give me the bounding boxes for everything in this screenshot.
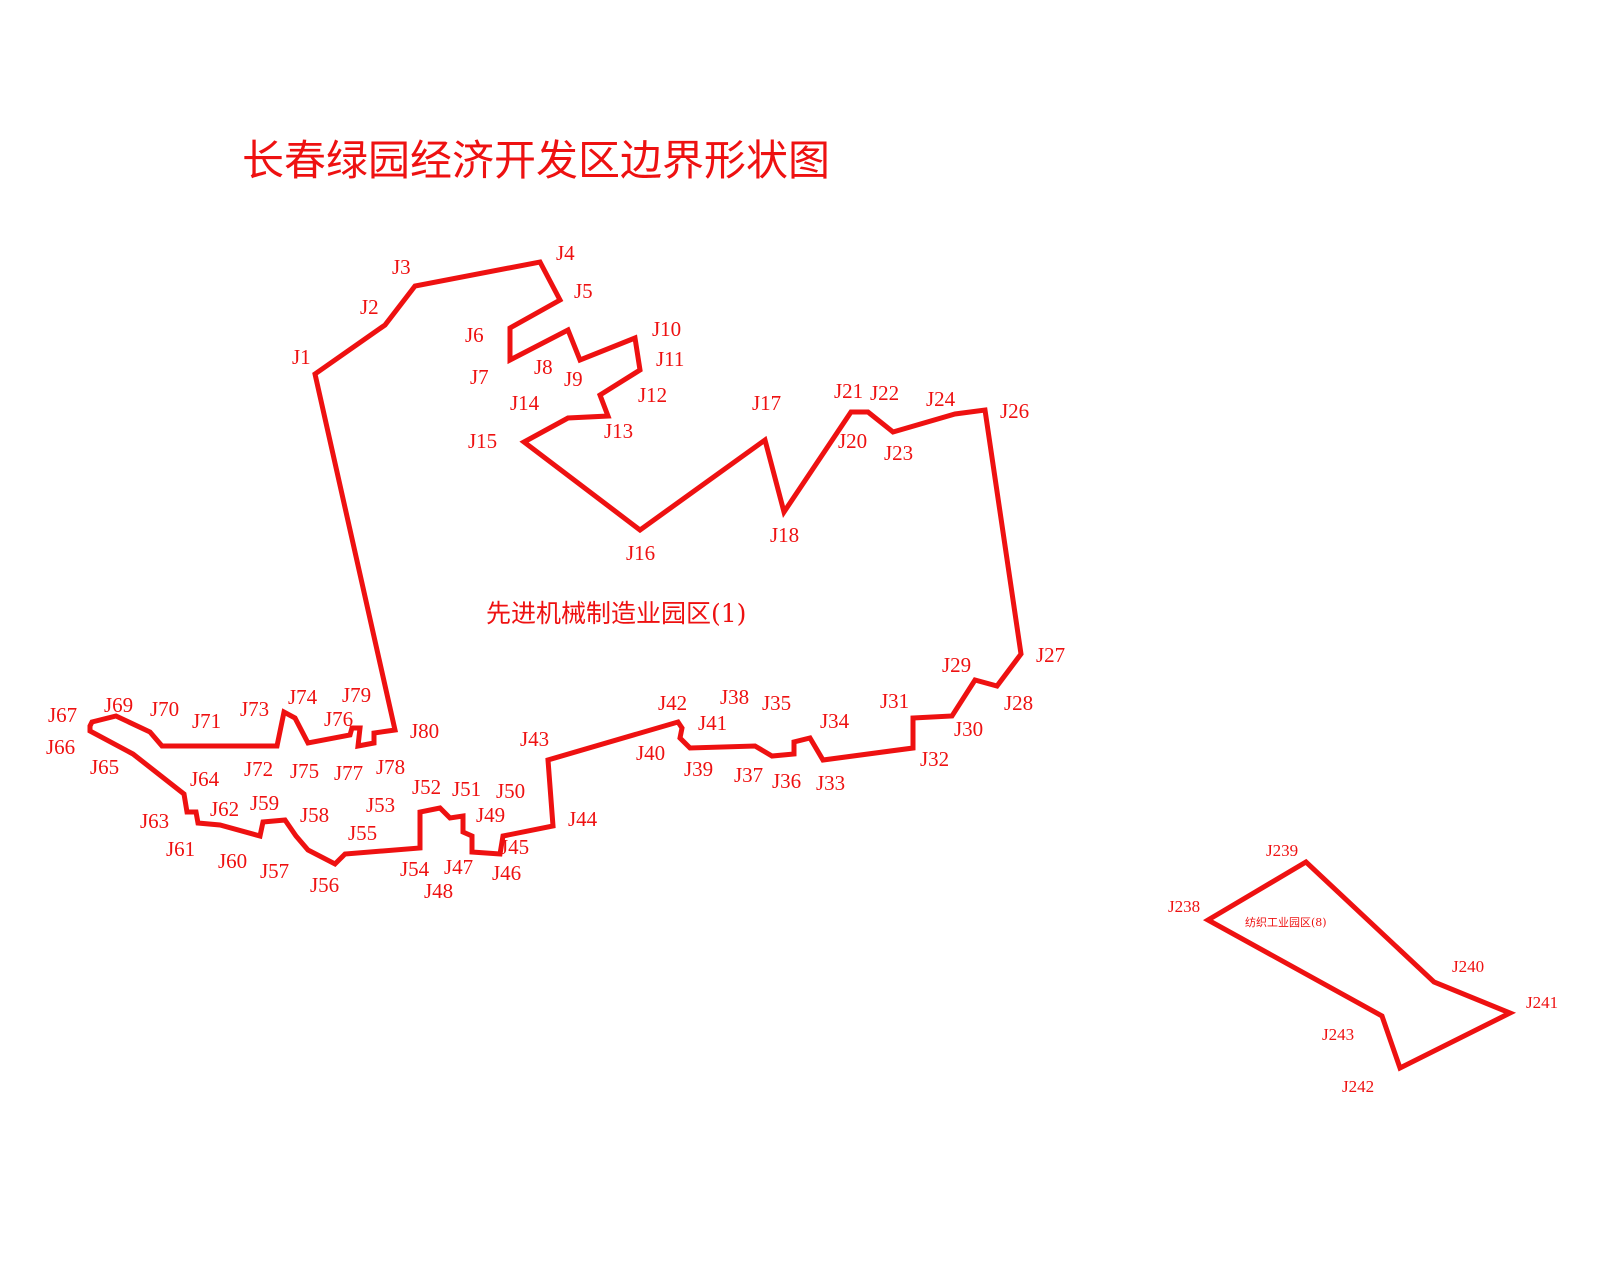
point-label: J80 [410, 719, 439, 743]
point-label: J241 [1526, 993, 1558, 1012]
point-label: J44 [568, 807, 598, 831]
point-label: J71 [192, 709, 221, 733]
point-label: J12 [638, 383, 667, 407]
point-label: J60 [218, 849, 247, 873]
point-label: J52 [412, 775, 441, 799]
point-label: J75 [290, 759, 319, 783]
point-label: J5 [574, 279, 593, 303]
point-label: J242 [1342, 1077, 1374, 1096]
point-label: J14 [510, 391, 540, 415]
point-label: J59 [250, 791, 279, 815]
point-label: J2 [360, 295, 379, 319]
point-label: J42 [658, 691, 687, 715]
point-label: J28 [1004, 691, 1033, 715]
point-label: J70 [150, 697, 179, 721]
point-label: J65 [90, 755, 119, 779]
point-label: J24 [926, 387, 956, 411]
point-label: J13 [604, 419, 633, 443]
point-label: J18 [770, 523, 799, 547]
point-label: J47 [444, 855, 473, 879]
point-label: J48 [424, 879, 453, 903]
point-label: J9 [564, 367, 583, 391]
point-label: J23 [884, 441, 913, 465]
point-label: J7 [470, 365, 489, 389]
point-label: J16 [626, 541, 655, 565]
point-label: J37 [734, 763, 763, 787]
point-label: J58 [300, 803, 329, 827]
point-label: J26 [1000, 399, 1029, 423]
point-label: J6 [465, 323, 484, 347]
point-label: J27 [1036, 643, 1065, 667]
point-label: J32 [920, 747, 949, 771]
point-label: J34 [820, 709, 850, 733]
area-label-textile: 纺织工业园区(8) [1245, 915, 1327, 929]
point-label: J53 [366, 793, 395, 817]
point-label: J45 [500, 835, 529, 859]
point-label: J31 [880, 689, 909, 713]
point-label: J38 [720, 685, 749, 709]
point-label: J4 [556, 241, 575, 265]
point-label: J11 [656, 347, 684, 371]
point-label: J243 [1322, 1025, 1354, 1044]
area-label-advanced-machinery: 先进机械制造业园区(1) [486, 599, 746, 628]
point-label: J56 [310, 873, 339, 897]
point-label: J55 [348, 821, 377, 845]
point-label: J21 [834, 379, 863, 403]
area-8-boundary [1202, 858, 1517, 1072]
point-label: J73 [240, 697, 269, 721]
point-label: J69 [104, 693, 133, 717]
point-label: J238 [1168, 897, 1200, 916]
map-title: 长春绿园经济开发区边界形状图 [242, 136, 830, 185]
area-1-boundary [87, 259, 1024, 868]
point-label: J22 [870, 381, 899, 405]
point-label: J240 [1452, 957, 1484, 976]
point-label: J51 [452, 777, 481, 801]
point-label: J49 [476, 803, 505, 827]
point-label: J36 [772, 769, 801, 793]
point-label: J77 [334, 761, 363, 785]
point-label: J74 [288, 685, 318, 709]
point-label: J63 [140, 809, 169, 833]
point-label: J61 [166, 837, 195, 861]
point-label: J50 [496, 779, 525, 803]
point-label: J62 [210, 797, 239, 821]
point-label: J67 [48, 703, 77, 727]
point-label: J10 [652, 317, 681, 341]
point-label: J33 [816, 771, 845, 795]
point-label: J43 [520, 727, 549, 751]
point-label: J66 [46, 735, 75, 759]
point-label: J39 [684, 757, 713, 781]
point-label: J54 [400, 857, 430, 881]
point-label: J3 [392, 255, 411, 279]
point-label: J30 [954, 717, 983, 741]
point-label: J78 [376, 755, 405, 779]
point-label: J35 [762, 691, 791, 715]
point-label: J76 [324, 707, 353, 731]
point-label: J1 [292, 345, 311, 369]
point-label: J15 [468, 429, 497, 453]
point-label: J40 [636, 741, 665, 765]
point-label: J72 [244, 757, 273, 781]
point-label: J79 [342, 683, 371, 707]
point-label: J8 [534, 355, 553, 379]
point-label: J239 [1266, 841, 1298, 860]
point-label: J57 [260, 859, 289, 883]
point-label: J41 [698, 711, 727, 735]
point-label: J17 [752, 391, 781, 415]
point-label: J20 [838, 429, 867, 453]
point-label: J29 [942, 653, 971, 677]
point-label: J46 [492, 861, 521, 885]
point-label: J64 [190, 767, 220, 791]
